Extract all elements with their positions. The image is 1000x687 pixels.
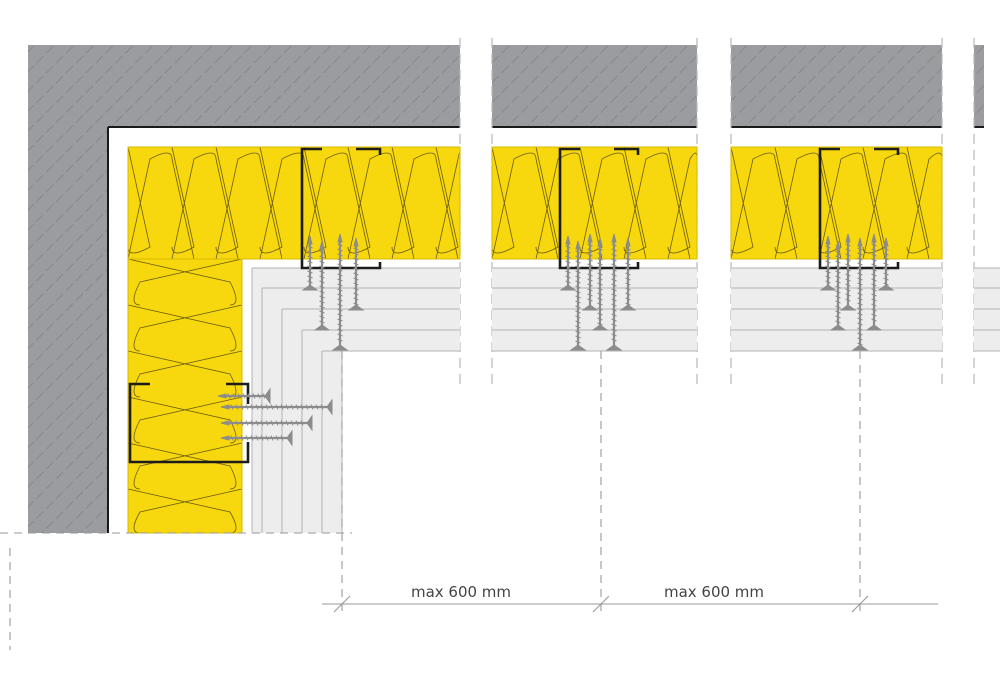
screw bbox=[569, 240, 587, 351]
insulation-fiber-line bbox=[730, 146, 943, 260]
concrete-wall bbox=[28, 45, 984, 533]
spacing-label-right: max 600 mm bbox=[664, 583, 764, 601]
screw bbox=[581, 233, 599, 311]
screws bbox=[217, 233, 895, 447]
wall-inner-gap bbox=[117, 136, 984, 533]
screw bbox=[347, 237, 365, 311]
screw bbox=[605, 233, 623, 351]
insulation-outline bbox=[491, 146, 698, 260]
screw bbox=[331, 233, 349, 351]
screw bbox=[819, 235, 837, 291]
insulation-pattern bbox=[127, 146, 943, 534]
concrete-wall-segment bbox=[731, 45, 942, 127]
insulation-horizontal bbox=[128, 147, 942, 259]
insulation-outline bbox=[730, 146, 943, 260]
stud-profile bbox=[558, 147, 640, 270]
screw bbox=[877, 237, 895, 291]
spacing-label-left: max 600 mm bbox=[411, 583, 511, 601]
screw bbox=[865, 233, 883, 331]
stud-profile bbox=[300, 147, 382, 270]
screw bbox=[217, 387, 271, 405]
screw bbox=[591, 237, 609, 331]
screw bbox=[301, 235, 319, 291]
dimension-line bbox=[322, 595, 938, 613]
extension-lines bbox=[0, 351, 861, 650]
stud-profile bbox=[818, 147, 900, 270]
metal-studs bbox=[128, 147, 900, 464]
screw bbox=[851, 237, 869, 351]
screw bbox=[559, 235, 577, 291]
concrete-wall-segment bbox=[492, 45, 697, 127]
screw bbox=[619, 237, 637, 311]
screw bbox=[220, 429, 293, 447]
insulation-outline bbox=[127, 146, 461, 260]
insulation-fiber-line bbox=[491, 146, 698, 260]
stud-profile bbox=[128, 382, 250, 464]
concrete-wall-corner bbox=[28, 45, 460, 533]
screw bbox=[313, 240, 331, 331]
screw bbox=[220, 414, 313, 432]
screw bbox=[220, 398, 333, 416]
screw bbox=[839, 233, 857, 311]
concrete-wall-segment bbox=[974, 45, 984, 127]
screw bbox=[829, 240, 847, 331]
